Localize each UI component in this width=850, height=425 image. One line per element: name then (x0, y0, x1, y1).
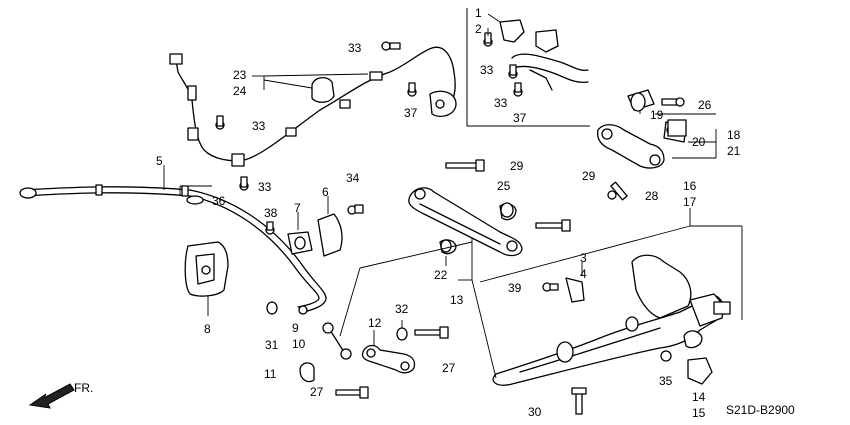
callout-8: 8 (204, 322, 211, 336)
callout-27a: 27 (442, 361, 456, 375)
callout-17: 17 (683, 195, 697, 209)
direction-label: FR. (74, 381, 93, 395)
callout-21: 21 (727, 144, 741, 158)
callout-7: 7 (294, 201, 301, 215)
callout-37a: 37 (404, 106, 418, 120)
callout-30: 30 (528, 405, 542, 419)
callout-33d: 33 (480, 63, 494, 77)
trailing-link[interactable] (361, 344, 416, 374)
inset-frame (466, 8, 590, 127)
callout-38: 38 (264, 206, 278, 220)
front-direction-arrow: FR. (28, 381, 93, 409)
callout-13: 13 (450, 293, 464, 307)
stabilizer-bar[interactable] (19, 184, 327, 315)
callout-labels: 1 2 3 4 5 6 7 8 9 10 11 12 13 14 15 16 1… (156, 6, 741, 420)
callout-29b: 29 (582, 169, 596, 183)
callout-33a: 33 (348, 41, 362, 55)
callout-29a: 29 (510, 159, 524, 173)
callout-18: 18 (727, 128, 741, 142)
callout-9: 9 (292, 321, 299, 335)
callout-34: 34 (346, 171, 360, 185)
callout-16: 16 (683, 179, 697, 193)
callout-12: 12 (368, 316, 382, 330)
callout-22: 22 (434, 268, 448, 282)
callout-35: 35 (659, 374, 673, 388)
callout-39: 39 (508, 281, 522, 295)
callout-2: 2 (475, 22, 482, 36)
callout-1: 1 (475, 6, 482, 20)
bracket[interactable] (184, 241, 229, 297)
callout-3: 3 (580, 251, 587, 265)
stabilizer-bushing[interactable] (287, 213, 343, 257)
leader-lines (163, 13, 743, 379)
trailing-arm[interactable] (492, 254, 731, 386)
fasteners[interactable] (186, 32, 713, 415)
callout-31: 31 (265, 338, 279, 352)
abs-sensor-harness[interactable] (169, 46, 457, 167)
callout-11: 11 (264, 367, 277, 381)
callout-27b: 27 (310, 385, 324, 399)
callout-37b: 37 (513, 111, 527, 125)
callout-14: 14 (692, 390, 706, 404)
callout-24: 24 (233, 84, 247, 98)
stabilizer-link[interactable] (299, 322, 352, 383)
lower-arm[interactable] (408, 187, 523, 257)
callout-33c: 33 (258, 180, 272, 194)
callout-20: 20 (692, 135, 706, 149)
callout-33b: 33 (252, 119, 266, 133)
diagram-code: S21D-B2900 (726, 403, 795, 417)
inset-brackets[interactable] (499, 19, 589, 91)
callout-36: 36 (212, 194, 226, 208)
callout-32: 32 (395, 302, 409, 316)
callout-19: 19 (650, 108, 664, 122)
callout-28: 28 (645, 189, 659, 203)
callout-5: 5 (156, 154, 163, 168)
callout-26: 26 (698, 98, 712, 112)
callout-33e: 33 (494, 96, 508, 110)
callout-25: 25 (497, 179, 511, 193)
callout-23: 23 (233, 68, 247, 82)
callout-6: 6 (322, 185, 329, 199)
callout-4: 4 (580, 267, 587, 281)
callout-15: 15 (692, 406, 706, 420)
callout-10: 10 (292, 337, 306, 351)
